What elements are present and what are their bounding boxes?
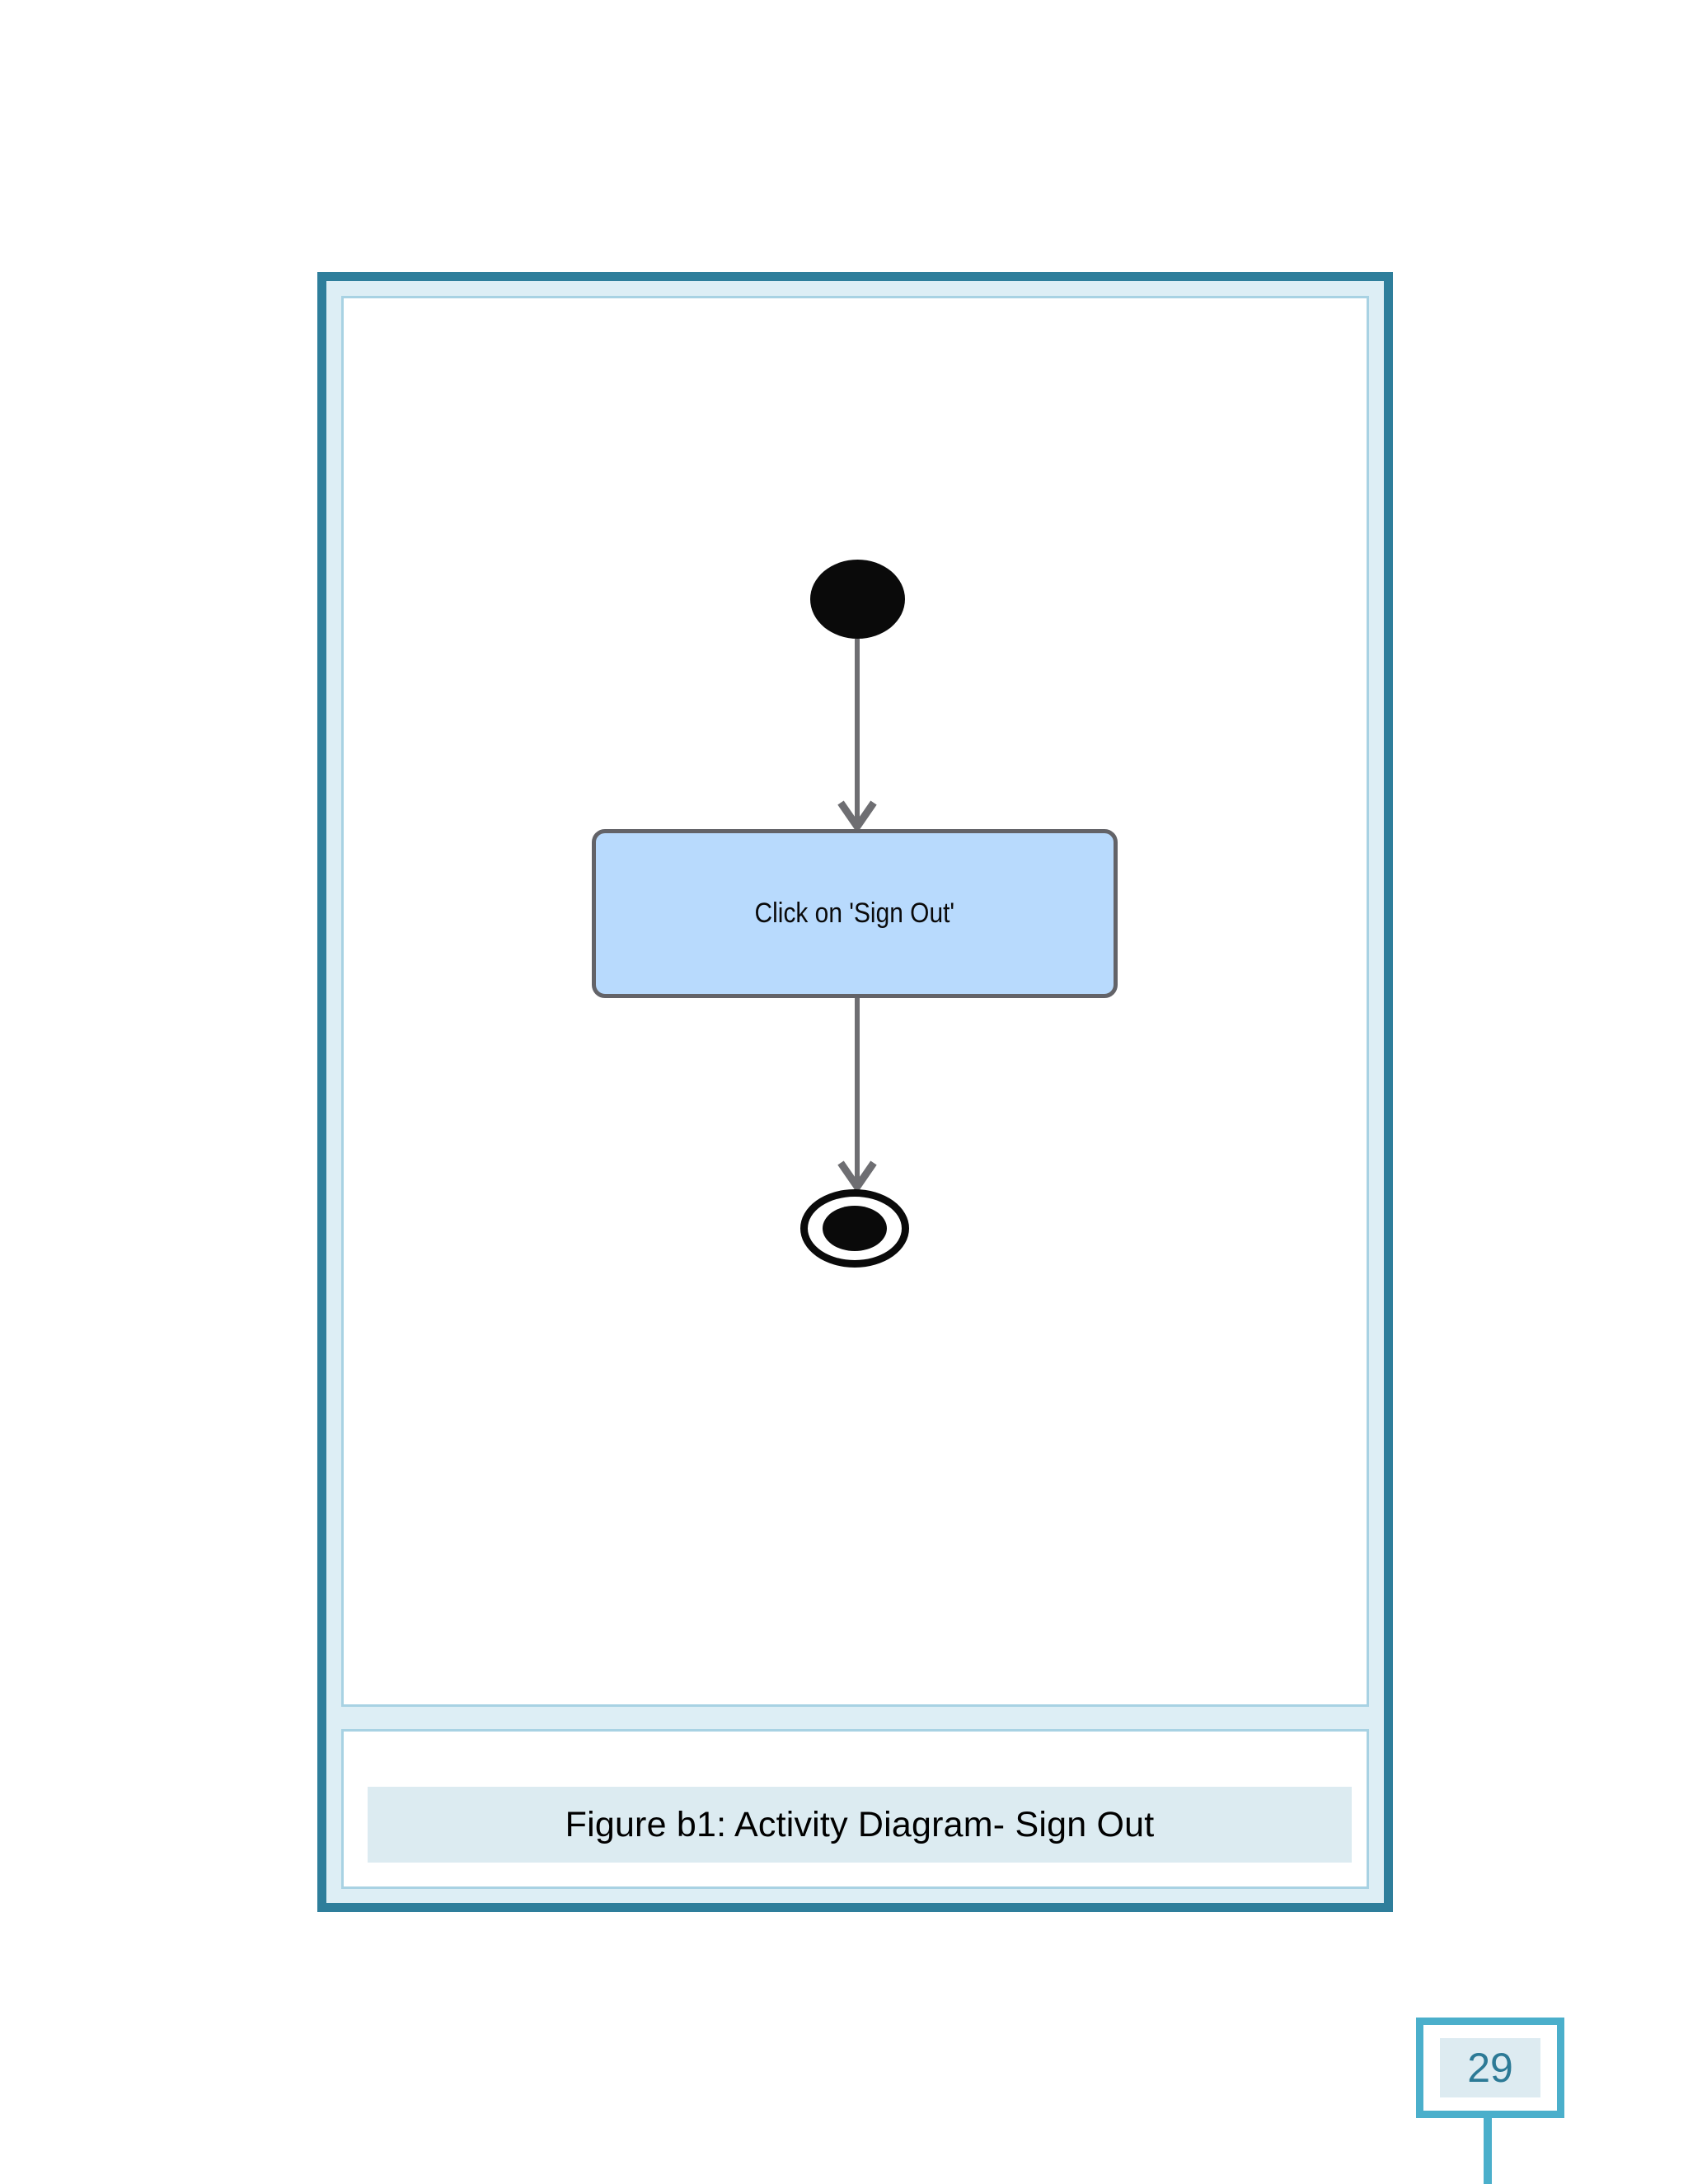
action-node-label: Click on 'Sign Out'	[754, 898, 955, 929]
page-marker-tail	[1484, 2118, 1492, 2184]
figure-caption-box: Figure b1: Activity Diagram- Sign Out	[341, 1729, 1369, 1889]
final-node-core	[823, 1206, 887, 1251]
page-number-inner: 29	[1440, 2038, 1540, 2097]
page-number-marker: 29	[1416, 2018, 1564, 2118]
diagram-canvas-box: Click on 'Sign Out'	[341, 296, 1369, 1707]
figure-caption-text: Figure b1: Activity Diagram- Sign Out	[565, 1804, 1155, 1844]
figure-caption-band: Figure b1: Activity Diagram- Sign Out	[368, 1787, 1352, 1863]
page-number-text: 29	[1467, 2045, 1513, 2091]
action-node-click-sign-out[interactable]: Click on 'Sign Out'	[592, 829, 1118, 998]
initial-node-icon	[810, 560, 905, 639]
activity-diagram: Click on 'Sign Out'	[344, 298, 1367, 1704]
final-node-icon	[800, 1189, 909, 1268]
flow-edges	[837, 639, 877, 1193]
